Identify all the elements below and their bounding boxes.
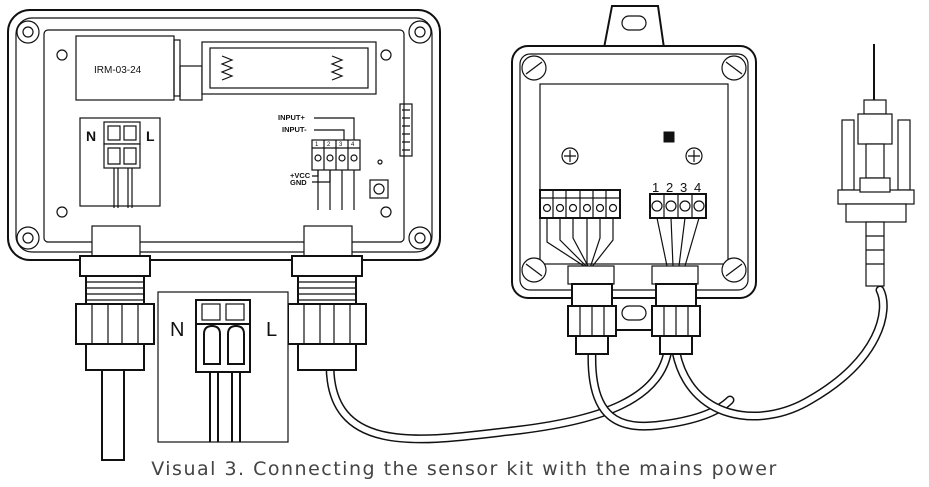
terminal-number-1: 1 (315, 142, 319, 148)
signal-terminal-block: 1 2 3 4 INPUT+ INPUT- +VCC GND (278, 113, 361, 210)
input-plus-label: INPUT+ (278, 113, 306, 122)
terminal-number-right-4: 4 (694, 180, 701, 195)
temperature-probe-sensor (837, 44, 915, 287)
terminal-number-4: 4 (351, 142, 355, 148)
mains-terminal-small: N L (79, 117, 161, 208)
input-minus-label: INPUT- (282, 125, 307, 134)
connection-cables (101, 285, 888, 461)
junction-gland-right (651, 283, 701, 355)
corner-screws (16, 20, 432, 250)
left-cable-gland-mains (75, 255, 155, 371)
junction-gland-left (567, 283, 617, 355)
battery-holder (179, 41, 377, 101)
terminal-number-2: 2 (327, 142, 331, 148)
terminal-number-3: 3 (339, 142, 343, 148)
vcc-label: +VCC (290, 171, 311, 180)
neutral-label-small: N (86, 128, 96, 144)
gnd-label: GND (290, 178, 307, 187)
terminal-number-right-3: 3 (680, 180, 687, 195)
figure-caption: Visual 3. Connecting the sensor kit with… (151, 458, 778, 480)
terminal-number-right-1: 1 (652, 180, 659, 195)
sensor-junction-enclosure: 1 2 3 4 (511, 5, 757, 331)
power-module: IRM-03-24 (75, 35, 181, 101)
terminal-number-right-2: 2 (666, 180, 673, 195)
neutral-label-inset: N (170, 319, 184, 341)
mains-terminal-detail-inset: N L (157, 291, 289, 443)
main-controller-enclosure: IRM-03-24 N L 1 2 (7, 9, 441, 261)
power-module-label: IRM-03-24 (94, 65, 142, 76)
live-label-small: L (146, 128, 155, 144)
side-connector (369, 103, 413, 199)
live-label-inset: L (266, 319, 277, 341)
right-cable-gland-sensor (287, 255, 367, 371)
